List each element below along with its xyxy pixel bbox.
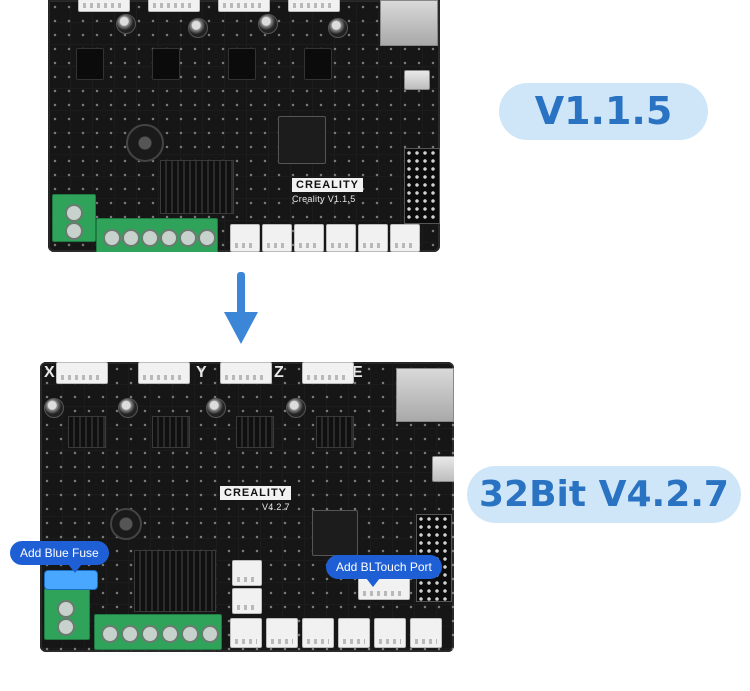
endstop-connector <box>230 224 260 252</box>
motor-connector <box>56 362 108 384</box>
capacitor <box>328 18 348 38</box>
power-terminal <box>44 588 90 640</box>
axis-label-y: Y <box>196 364 207 381</box>
new-mainboard-photo: X Y Z E CREALITY V4.2.7 <box>40 362 454 652</box>
capacitor <box>44 398 64 418</box>
motor-connector <box>138 362 190 384</box>
board-model-label: Creality V1.1.5 <box>292 194 356 204</box>
endstop-connector <box>294 224 324 252</box>
capacitor <box>116 14 136 34</box>
sd-card-slot <box>380 0 438 46</box>
board-logo: CREALITY <box>292 178 363 192</box>
output-terminal <box>94 614 222 650</box>
stepper-driver <box>304 48 332 80</box>
fuse-callout: Add Blue Fuse <box>10 541 109 573</box>
output-terminal <box>96 218 218 252</box>
capacitor <box>286 398 306 418</box>
microcontroller <box>278 116 326 164</box>
capacitor <box>258 14 278 34</box>
old-version-badge: V1.1.5 <box>499 83 708 140</box>
fan-connector <box>232 560 262 586</box>
endstop-connector <box>266 618 298 648</box>
driver-heatsink <box>316 416 354 448</box>
inductor <box>110 508 142 540</box>
usb-port <box>404 70 430 90</box>
inductor <box>126 124 164 162</box>
stepper-driver <box>76 48 104 80</box>
endstop-connector <box>302 618 334 648</box>
driver-heatsink <box>68 416 106 448</box>
top-connector <box>218 0 270 12</box>
capacitor <box>206 398 226 418</box>
motor-connector <box>302 362 354 384</box>
driver-heatsink <box>152 416 190 448</box>
power-terminal <box>52 194 96 242</box>
stepper-driver <box>152 48 180 80</box>
board-logo: CREALITY <box>220 486 291 500</box>
usb-port <box>432 456 454 482</box>
top-connector <box>288 0 340 12</box>
fan-connector <box>232 588 262 614</box>
endstop-connector <box>390 224 420 252</box>
old-mainboard-photo: CREALITY Creality V1.1.5 <box>48 0 440 252</box>
driver-heatsink <box>236 416 274 448</box>
axis-label-x: X <box>44 364 55 381</box>
capacitor <box>188 18 208 38</box>
mosfet-heatsink <box>134 550 216 612</box>
endstop-connector <box>358 224 388 252</box>
endstop-connector <box>326 224 356 252</box>
exp-header <box>404 148 440 224</box>
board-model-label: V4.2.7 <box>262 502 290 512</box>
endstop-connector <box>338 618 370 648</box>
motor-connector <box>220 362 272 384</box>
top-connector <box>148 0 200 12</box>
endstop-connector <box>262 224 292 252</box>
microcontroller <box>312 510 358 556</box>
heatsink <box>160 160 234 214</box>
endstop-connector <box>410 618 442 648</box>
endstop-connector <box>230 618 262 648</box>
blue-fuse <box>44 570 98 590</box>
endstop-connector <box>374 618 406 648</box>
bltouch-callout: Add BLTouch Port <box>326 555 442 587</box>
axis-label-e: E <box>352 364 363 381</box>
stepper-driver <box>228 48 256 80</box>
top-connector <box>78 0 130 12</box>
capacitor <box>118 398 138 418</box>
new-version-badge: 32Bit V4.2.7 <box>467 466 741 523</box>
sd-card-slot <box>396 368 454 422</box>
axis-label-z: Z <box>274 364 285 381</box>
